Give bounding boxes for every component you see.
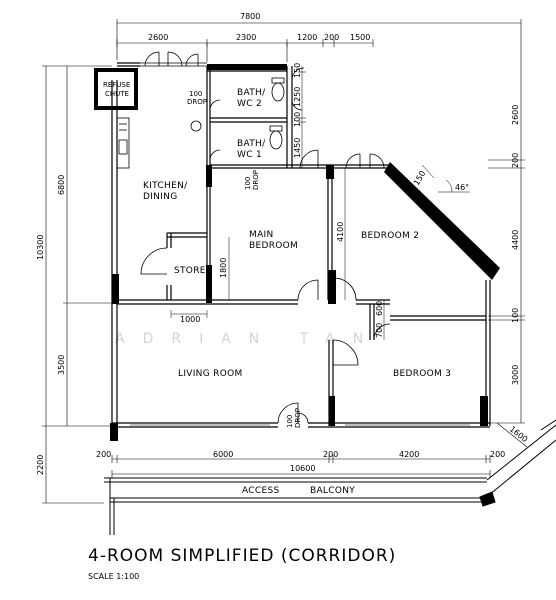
dim-bath-1250: 1250 <box>293 87 302 107</box>
dim-left-6800: 6800 <box>57 175 66 195</box>
dim-left-2200: 2200 <box>36 455 45 475</box>
bottom-dimensions <box>111 455 491 478</box>
dim-top-1200: 1200 <box>297 33 317 42</box>
dim-bottom-4200: 4200 <box>399 450 419 459</box>
dim-store-1000: 1000 <box>180 315 200 324</box>
dim-right-3000: 3000 <box>511 365 520 385</box>
kitchen-counter <box>116 117 130 169</box>
refuse-label-2: CHUTE <box>105 90 129 98</box>
drop-b-label: DROP <box>252 170 260 190</box>
main-bedroom-label-2: BEDROOM <box>249 241 298 251</box>
dim-bottom-200b: 200 <box>323 450 338 459</box>
bath2-label-1: BATH/ <box>237 88 266 98</box>
dim-right-200: 200 <box>511 153 520 168</box>
dim-bath-1450: 1450 <box>293 138 302 158</box>
dim-left-10300: 10300 <box>36 235 45 260</box>
dim-top-200: 200 <box>324 33 339 42</box>
top-dimensions <box>116 19 522 62</box>
left-dimensions <box>42 65 112 504</box>
doors <box>140 67 391 424</box>
dim-store-1800: 1800 <box>219 258 228 278</box>
access-label: ACCESS <box>242 486 279 496</box>
drop-c-value: 100 <box>286 415 294 428</box>
balcony-label: BALCONY <box>310 486 355 496</box>
plan-title: 4-ROOM SIMPLIFIED (CORRIDOR) <box>88 546 397 566</box>
dim-bath-100: 100 <box>293 112 302 127</box>
dim-top-2600: 2600 <box>148 33 168 42</box>
right-dimensions <box>488 60 528 448</box>
bedroom2-label: BEDROOM 2 <box>361 231 419 241</box>
refuse-chute: REFUSE CHUTE <box>94 68 138 110</box>
bath1-label-2: WC 1 <box>237 150 262 160</box>
dim-mb-4100: 4100 <box>336 222 345 242</box>
access-balcony <box>104 419 556 535</box>
kitchen-label-2: DINING <box>143 192 177 202</box>
kitchen-windows <box>140 51 207 67</box>
dim-bath-150: 150 <box>293 63 302 78</box>
drop-a-label: DROP <box>187 98 207 106</box>
living-room-label: LIVING ROOM <box>178 369 243 379</box>
dim-bottom-200c: 200 <box>490 450 505 459</box>
dim-600: 600 <box>375 301 384 316</box>
dim-angle-46: 46° <box>455 183 469 192</box>
dim-top-1500: 1500 <box>350 33 370 42</box>
internal-dim-lines <box>170 66 470 340</box>
bath2-label-2: WC 2 <box>237 99 262 109</box>
watermark-text: ADRIAN TAN <box>115 331 381 347</box>
dim-right-100: 100 <box>511 308 520 323</box>
dim-bottom-6000: 6000 <box>213 450 233 459</box>
drop-b-value: 100 <box>244 177 252 190</box>
bath1-label-1: BATH/ <box>237 139 266 149</box>
drop-c-label: DROP <box>294 408 302 428</box>
drop-a-value: 100 <box>189 90 202 98</box>
refuse-label-1: REFUSE <box>103 81 130 89</box>
dim-right-4400: 4400 <box>511 230 520 250</box>
main-bedroom-label-1: MAIN <box>249 230 274 240</box>
columns <box>110 64 500 441</box>
kitchen-label-1: KITCHEN/ <box>143 181 188 191</box>
store-label: STORE <box>174 266 206 276</box>
dim-bottom-10600: 10600 <box>290 464 315 473</box>
dim-left-3500: 3500 <box>57 355 66 375</box>
dim-overall-top: 7800 <box>240 12 260 21</box>
dim-right-2600: 2600 <box>511 105 520 125</box>
dim-chamfer-150: 150 <box>412 169 427 187</box>
dim-bottom-200a: 200 <box>96 450 111 459</box>
plan-scale: SCALE 1:100 <box>88 572 140 581</box>
bedroom3-label: BEDROOM 3 <box>393 369 451 379</box>
dim-700: 700 <box>375 323 384 338</box>
dim-top-2300: 2300 <box>236 33 256 42</box>
bath-fixtures <box>190 77 285 150</box>
